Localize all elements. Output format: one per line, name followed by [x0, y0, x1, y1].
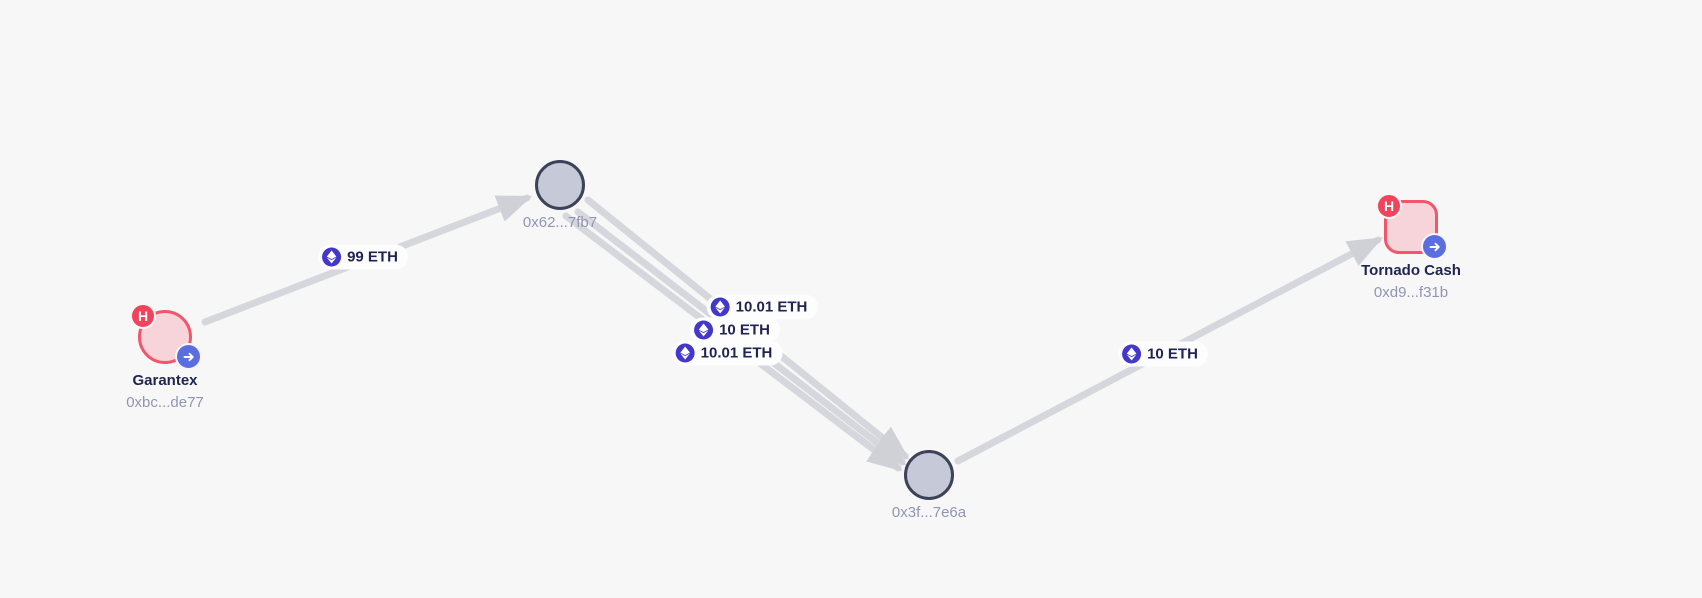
ethereum-coin-icon	[1122, 344, 1142, 364]
hub1-shape	[529, 154, 591, 216]
edge-label-text: 10 ETH	[719, 321, 770, 339]
edge-label-text: 10.01 ETH	[700, 344, 773, 362]
high-risk-badge-icon: H	[130, 303, 156, 329]
edge-label-text: 10 ETH	[1147, 345, 1198, 363]
tornado-cash-shape: H	[1376, 193, 1448, 260]
high-risk-badge-icon: H	[1376, 193, 1402, 219]
hub-circle-shape	[535, 160, 585, 210]
ethereum-coin-icon	[322, 247, 342, 267]
node-hub-0x3f[interactable]: 0x3f...7e6a	[892, 444, 966, 521]
node-tornado-cash[interactable]: H Tornado Cash 0xd9...f31b	[1361, 193, 1461, 301]
edge-label-10-01-eth-a[interactable]: 10.01 ETH	[706, 294, 818, 320]
ethereum-coin-icon	[675, 343, 695, 363]
garantex-shape: H	[130, 303, 202, 370]
node-address-hub1: 0x62...7fb7	[522, 214, 598, 231]
ethereum-coin-icon	[694, 320, 714, 340]
edge-label-text: 99 ETH	[347, 248, 398, 266]
node-garantex[interactable]: H Garantex 0xbc...de77	[126, 303, 204, 411]
edge-label-10-01-eth-b[interactable]: 10.01 ETH	[671, 340, 783, 366]
edge-label-99-eth[interactable]: 99 ETH	[318, 244, 408, 270]
hub2-shape	[898, 444, 960, 506]
node-address-garantex: 0xbc...de77	[126, 394, 204, 411]
node-address-hub2: 0x3f...7e6a	[891, 504, 967, 521]
node-label-garantex: Garantex	[132, 372, 198, 389]
ethereum-coin-icon	[710, 297, 730, 317]
arrow-right-icon	[175, 343, 202, 370]
node-address-tornado-cash: 0xd9...f31b	[1373, 284, 1449, 301]
node-label-tornado-cash: Tornado Cash	[1361, 262, 1461, 279]
edge-label-10-eth-middle[interactable]: 10 ETH	[690, 317, 780, 343]
edge-label-text: 10.01 ETH	[735, 298, 808, 316]
hub-circle-shape	[904, 450, 954, 500]
arrow-right-icon	[1421, 233, 1448, 260]
node-hub-0x62[interactable]: 0x62...7fb7	[523, 154, 597, 231]
edge-label-10-eth-right[interactable]: 10 ETH	[1118, 341, 1208, 367]
